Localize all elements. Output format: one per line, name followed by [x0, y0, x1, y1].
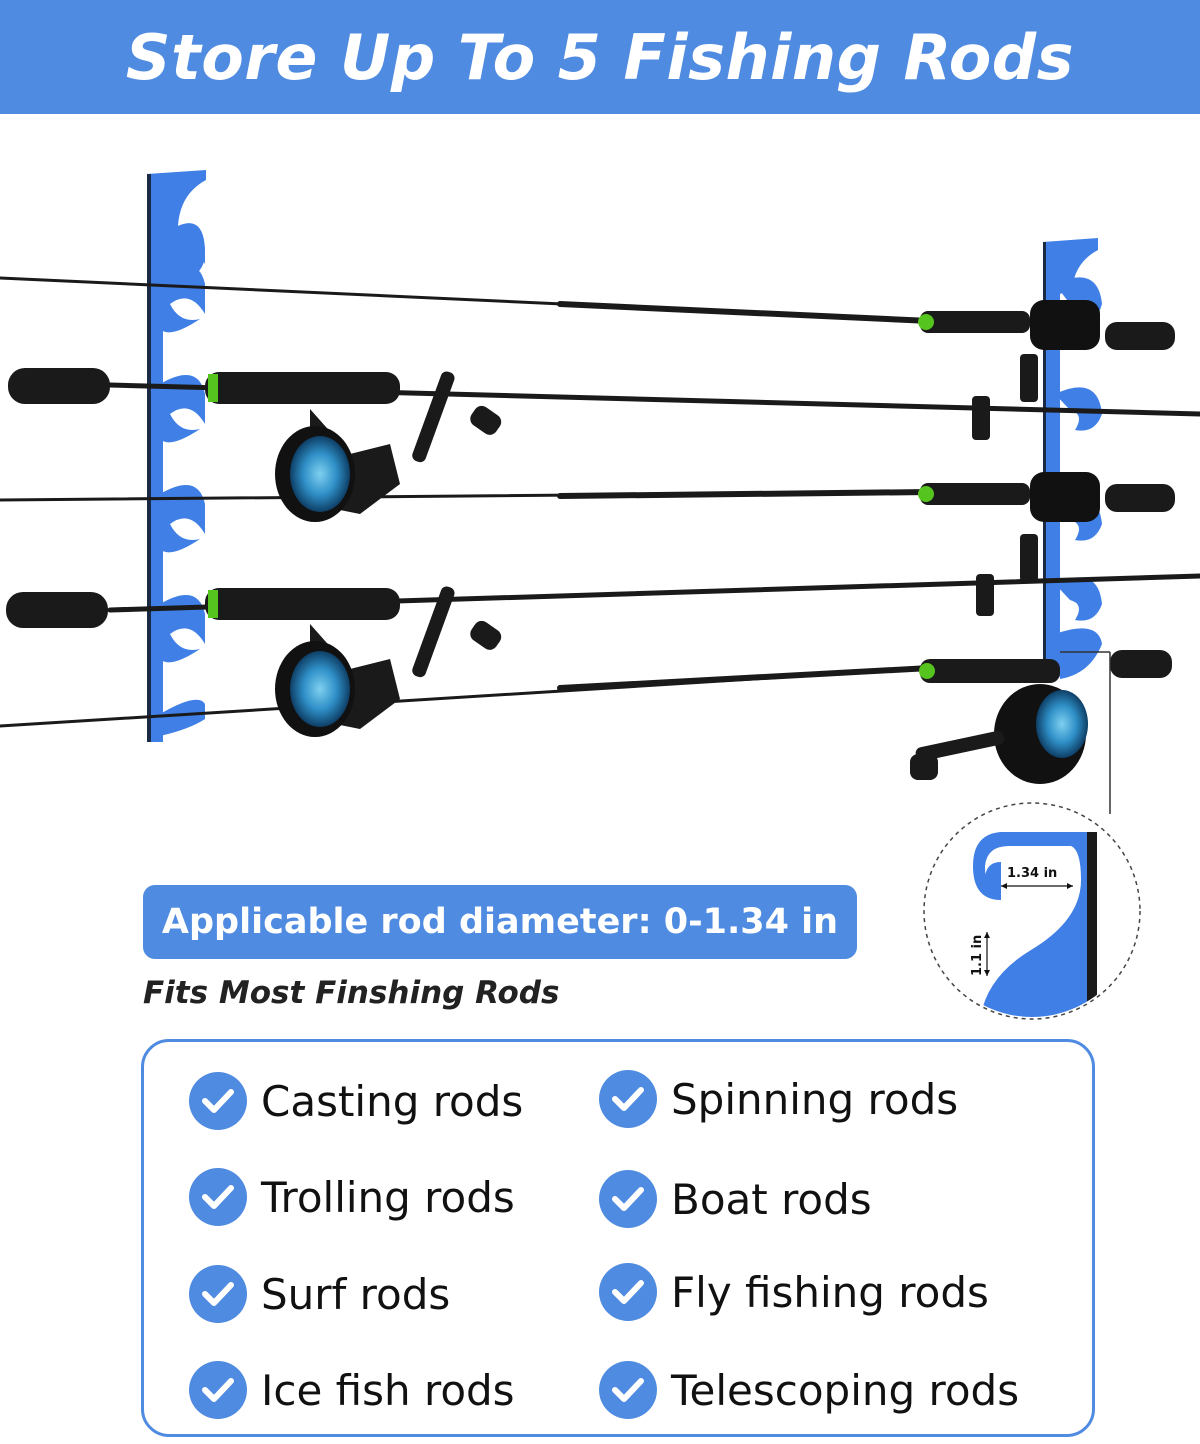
rod-type-label: Telescoping rods: [671, 1365, 1020, 1415]
rod-type-label: Boat rods: [671, 1174, 872, 1224]
list-item: Casting rods: [189, 1070, 523, 1132]
rod-type-label: Trolling rods: [261, 1172, 515, 1222]
list-item: Spinning rods: [599, 1068, 958, 1130]
left-handles: [6, 368, 400, 628]
rod-type-label: Fly fishing rods: [671, 1267, 989, 1317]
rod-type-label: Casting rods: [261, 1076, 524, 1126]
list-item: Ice fish rods: [189, 1359, 515, 1421]
list-item: Trolling rods: [189, 1166, 515, 1228]
hook-dimension-detail: 1.34 in 1.1 in: [921, 800, 1143, 1022]
rod-type-label: Surf rods: [261, 1269, 451, 1319]
check-circle-icon: [189, 1361, 247, 1419]
check-circle-icon: [599, 1263, 657, 1321]
rod-type-label: Ice fish rods: [261, 1365, 515, 1415]
check-circle-icon: [189, 1072, 247, 1130]
list-item: Boat rods: [599, 1168, 872, 1230]
check-circle-icon: [189, 1168, 247, 1226]
diameter-badge: Applicable rod diameter: 0-1.34 in: [143, 885, 857, 959]
check-circle-icon: [599, 1361, 657, 1419]
header-banner: Store Up To 5 Fishing Rods: [0, 0, 1200, 114]
right-casting-reels: [918, 300, 1175, 616]
list-item: Surf rods: [189, 1263, 450, 1325]
check-circle-icon: [599, 1070, 657, 1128]
list-item: Telescoping rods: [599, 1359, 1019, 1421]
left-rack: [147, 170, 206, 742]
hook-diagram: 1.34 in 1.1 in: [923, 802, 1141, 1020]
rod-type-label: Spinning rods: [671, 1074, 959, 1124]
rack-with-rods-illustration: [0, 170, 1200, 814]
check-circle-icon: [599, 1170, 657, 1228]
hook-depth-label: 1.1 in: [970, 935, 985, 976]
hook-width-label: 1.34 in: [1007, 866, 1057, 881]
rod-types-panel: Casting rods Spinning rods Trolling rods…: [141, 1039, 1095, 1437]
left-reels: [275, 371, 502, 737]
check-circle-icon: [189, 1265, 247, 1323]
right-spinning-reel: [910, 650, 1172, 784]
product-illustration: [0, 114, 1200, 814]
banner-title: Store Up To 5 Fishing Rods: [125, 20, 1075, 94]
list-item: Fly fishing rods: [599, 1261, 989, 1323]
fits-heading: Fits Most Finshing Rods: [143, 975, 560, 1011]
